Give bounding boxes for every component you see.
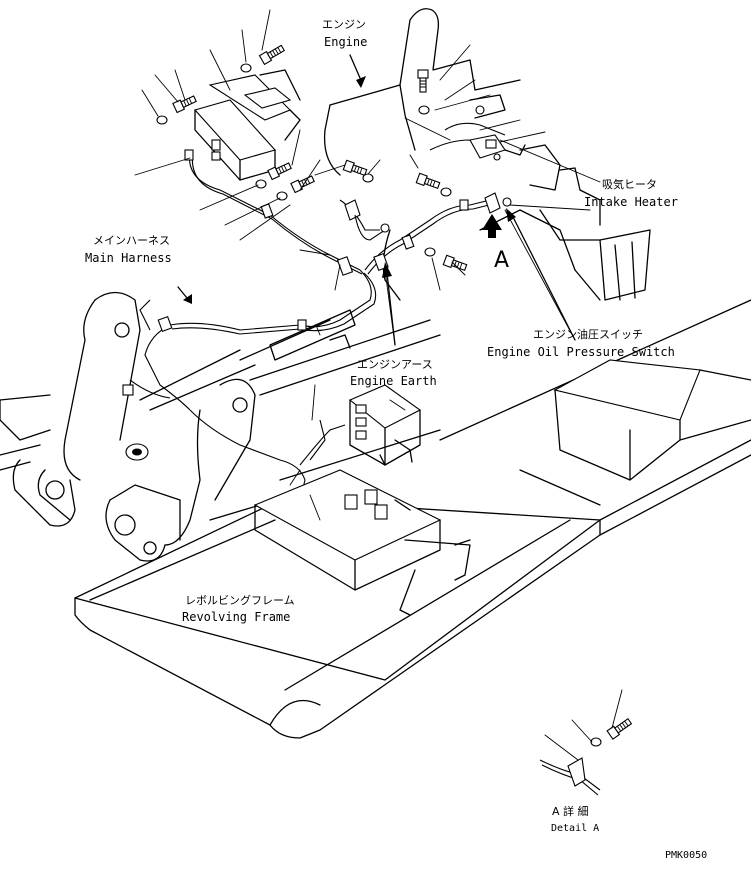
labels: エンジン Engine 吸気ヒータ Intake Heater メインハーネス … [85, 18, 707, 861]
engine-label-en: Engine [324, 35, 367, 49]
bolt [442, 254, 468, 272]
cross-member [209, 309, 441, 521]
oil-switch-label-en: Engine Oil Pressure Switch [487, 345, 675, 359]
bolt [172, 95, 197, 114]
relay-box [348, 384, 422, 466]
intake-heater-label-en: Intake Heater [584, 195, 678, 209]
revolving-frame-label-en: Revolving Frame [182, 610, 290, 624]
intake-heater-label-jp: 吸気ヒータ [602, 177, 657, 191]
boom-bracket-structure [0, 291, 441, 562]
bolt [417, 69, 429, 93]
drawing-code: PMK0050 [665, 850, 707, 861]
frame-side-rails [439, 299, 751, 536]
bolt-set [172, 44, 633, 740]
leader-lines [134, 9, 623, 761]
right-side-box [553, 359, 751, 481]
engine-earth-strap [344, 199, 390, 241]
view-a-marker: A [494, 248, 509, 273]
main-harness-label-jp: メインハーネス [93, 234, 170, 247]
pointer-arrows [177, 54, 576, 346]
intake-heater-bracket [469, 94, 526, 161]
bolt [342, 159, 368, 177]
bolt [290, 175, 315, 194]
detail-a-drawing [539, 757, 601, 796]
detail-a-label-jp: A 詳 細 [552, 804, 589, 818]
bolt [258, 44, 286, 66]
harness-clamps [122, 149, 469, 496]
controller-bracket [194, 69, 301, 181]
detail-a-label-en: Detail A [551, 823, 599, 834]
washer-set [156, 63, 602, 747]
revolving-frame-label-jp: レボルビングフレーム [185, 593, 295, 607]
engine-label-jp: エンジン [322, 18, 366, 31]
oil-pressure-switch [484, 192, 512, 214]
main-harness [129, 122, 506, 501]
bolt [267, 162, 292, 181]
engine-earth-label-jp: エンジンアース [357, 358, 433, 371]
engine-earth-label-en: Engine Earth [350, 374, 437, 388]
oil-switch-label-jp: エンジン油圧スイッチ [533, 327, 643, 341]
bolt [415, 172, 441, 190]
battery [253, 469, 471, 616]
engine-block [323, 8, 651, 301]
main-harness-label-en: Main Harness [85, 251, 172, 265]
view-a-arrow [482, 214, 502, 238]
bolt [606, 718, 633, 740]
